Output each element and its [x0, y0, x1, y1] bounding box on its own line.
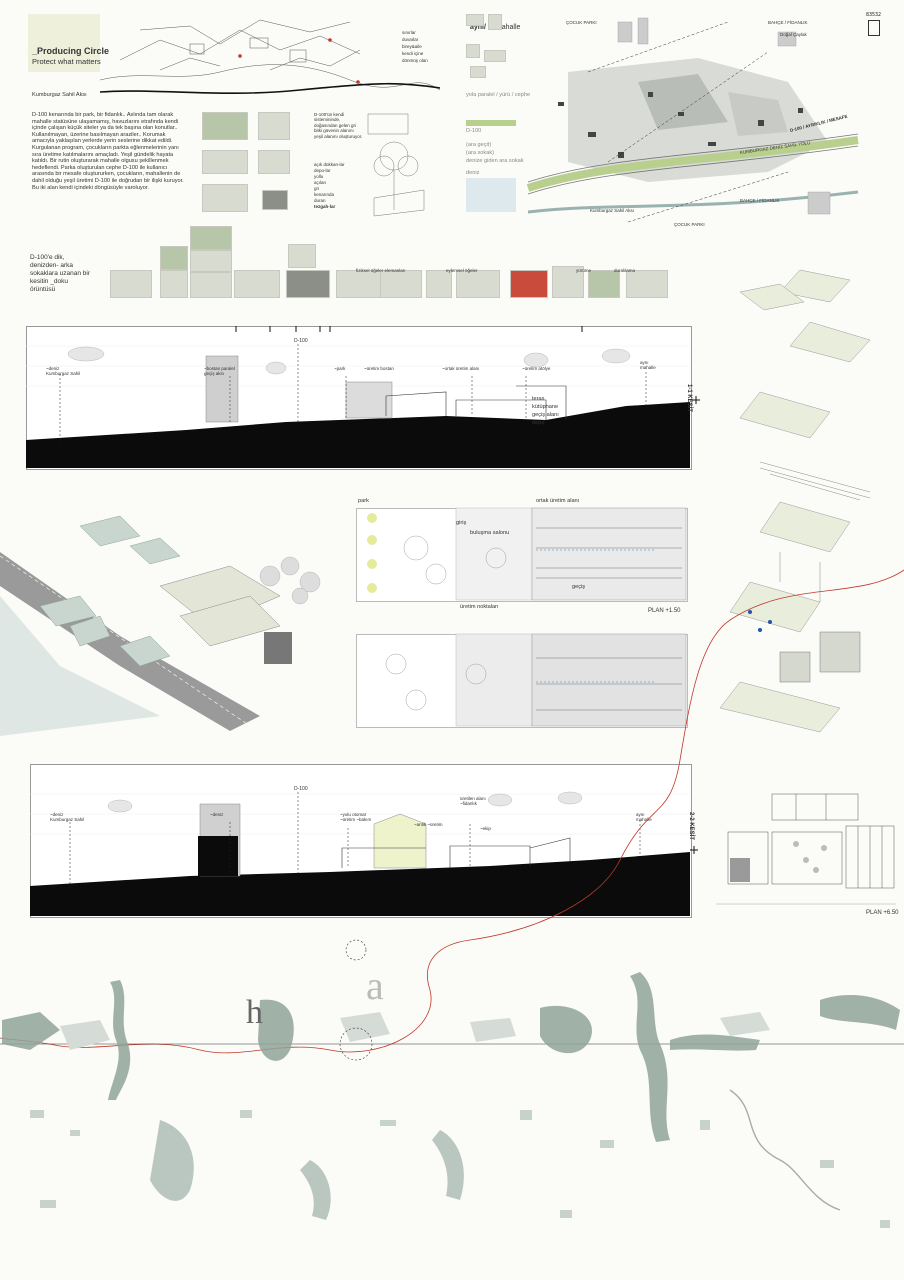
legend-header: aynı/ mahalle [470, 24, 520, 31]
section-2-drawing [30, 791, 698, 916]
d100-note2-c: yollu [314, 174, 324, 179]
strip-label-c: yürüme [576, 268, 592, 273]
section-2-tag-7: aynı mahalle [636, 812, 652, 823]
legend-blocks [466, 14, 516, 80]
strip-question: D-100'e dik, denizden- arka sokaklara uz… [30, 254, 90, 293]
d100-note2-g: duran [314, 198, 326, 203]
intro-text: D-100 kenarında bir park, bir fidanlık..… [32, 112, 184, 191]
d100-note2-a: açık dükkan-lar [314, 162, 345, 167]
section-1-tag-2: ~bostan paralel geçiş aksı [204, 366, 235, 377]
image-strip [110, 226, 710, 306]
legend-header-1: aynı/ [470, 24, 486, 31]
section-2-tag-1: ~deniz Kumburgaz Sahil [50, 812, 85, 823]
timeline-letter-a: a [366, 963, 384, 1008]
plan-2-title: PLAN +6.50 [866, 910, 899, 916]
section-1-label: 1-1 KESİT [686, 384, 692, 413]
legend-item-5: denize giden ara sokak [466, 158, 524, 164]
d100-note2-f: kenarında [314, 192, 335, 197]
project-title: _Producing Circle [32, 46, 110, 56]
map-label-7: ÇOCUK PARKI [674, 222, 705, 227]
map-label-3: Doğal Çaylak [780, 32, 807, 37]
section-2-tag-4: ~antik ~üretim [414, 822, 443, 827]
plan-1-label-entry: giriş [456, 520, 467, 526]
strip-label-a: fiziksel öğeler elemanları [356, 268, 406, 273]
d100-note2-b: depo-lar [314, 168, 331, 173]
section-2-tag-3: ~yolu otomat ~üretim ~bakım [340, 812, 372, 823]
section-1-road: D-100 [294, 338, 308, 344]
diagram-thumb [202, 112, 248, 140]
plan-1-label-hall: buluşma salonu [470, 530, 510, 536]
section-2-label: 2-2 KESİT [688, 812, 694, 841]
d100-note: D-100'ün kendi sistemininde, doğasından … [314, 112, 363, 139]
section-2-tag-5: ~ekip [480, 826, 491, 831]
d100-note2-e: gri [314, 186, 320, 191]
plan-1-drawing [367, 507, 687, 601]
section-1-tag-1: ~deniz Kumburgaz Sahil [46, 366, 81, 377]
legend-header-2: mahalle [495, 24, 521, 31]
d100-note2-h: tezgah-lar [314, 204, 336, 209]
plan-2-drawing [716, 793, 896, 905]
plan-1-label-pass: geçiş [572, 584, 586, 590]
project-subtitle: Protect what matters [32, 57, 101, 66]
plan-1b-drawing [385, 633, 687, 727]
section-1-tag-7: aynı mahalle [640, 360, 656, 371]
map-label-8: BAHÇE / FİDANLIK [740, 198, 780, 203]
strip-label-b: eylemsel öğeler [446, 268, 478, 273]
sketch-note-3: birey&aile [402, 44, 422, 49]
plan-1-title: PLAN +1.50 [648, 608, 681, 614]
diagram-thumb [258, 150, 290, 174]
map-label-1: ÇOCUK PARKI [566, 20, 597, 25]
diagram-thumb [262, 190, 288, 210]
section-1-tag-5: ~ortak üretim alanı [442, 366, 480, 371]
section-1-tag-3: ~park [334, 366, 346, 371]
sketch-note-4: kendi içine [402, 51, 424, 56]
timeline-letter-h: h [246, 994, 263, 1031]
axonometric-view [0, 515, 321, 736]
diagram-thumb [202, 184, 248, 212]
sketch-note-1: sınırlar [402, 30, 416, 35]
code-mark [868, 20, 880, 36]
section-2-tag-6: üretilen alanı ~fidanlık [460, 796, 486, 807]
title-block [28, 14, 100, 72]
coast-label: Kumburgaz Sahil Aksı [32, 92, 87, 98]
legend-item-3: (ara geçit) [466, 142, 492, 148]
plan-1-label-park: park [358, 498, 369, 504]
plan-1-label-area: ortak üretim alanı [536, 498, 580, 504]
timeline-map [0, 939, 904, 1228]
tree-sketch [367, 113, 425, 217]
diagram-thumb [202, 150, 248, 174]
legend-sea-swatch [466, 178, 516, 212]
section-1-level-3: geçiş alanı [532, 412, 559, 418]
plan-1-label-points: üretim noktaları [460, 604, 499, 610]
legend-item-1: yola paralel / yürü / cephe [466, 92, 531, 98]
legend-swatch-green [466, 120, 516, 126]
legend-item-6: deniz [466, 170, 480, 176]
project-code: 83532 [866, 12, 882, 18]
diagram-thumb [258, 112, 290, 140]
section-1-level-1: teras [532, 396, 545, 402]
sketch-note-5: dönmüş olan [402, 58, 428, 63]
strip-label-d: duraklama [614, 268, 636, 273]
sketch-note-2: duvarlar [402, 37, 419, 42]
map-label-6: Kumburgaz Sahil Aksı [590, 208, 635, 213]
section-1-tag-4: ~üretim bostan [364, 366, 394, 371]
section-1-drawing [26, 326, 700, 468]
section-1-level-4: depo [532, 420, 545, 426]
section-2-road: D-100 [294, 786, 308, 792]
legend-item-2: D-100 [466, 128, 482, 134]
axonometric-stack [719, 269, 871, 733]
site-map [526, 17, 859, 223]
section-1-tag-6: ~üretim atölye [522, 366, 551, 371]
top-sketch-map [99, 19, 441, 94]
map-label-2: BAHÇE / FİDANLIK [768, 20, 808, 25]
section-2-tag-2: ~deniz [210, 812, 224, 817]
legend-item-4: (ara sokak) [466, 150, 494, 156]
d100-note2-d: açılan [314, 180, 327, 185]
section-1-level-2: kütüphane [532, 404, 559, 410]
